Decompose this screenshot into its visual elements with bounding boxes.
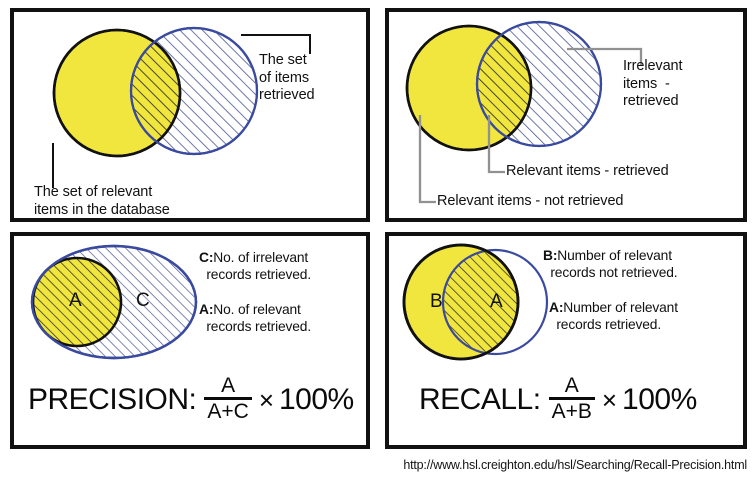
set-letter-A: A (490, 291, 503, 312)
definition-A-key: A: (549, 300, 564, 315)
label-relevant-retrieved: Relevant items - retrieved (506, 163, 669, 179)
precision-formula: PRECISION: A A+C × 100% (28, 374, 354, 424)
definition-A: A:No. of relevant records retrieved. (199, 302, 311, 335)
definition-C-text: No. of irrelevant records retrieved. (206, 250, 312, 282)
region-retrieved (129, 26, 259, 156)
set-letter-C: C (136, 290, 150, 311)
label-relevant-not-retrieved: Relevant items - not retrieved (437, 193, 624, 209)
recall-fraction: A A+B (548, 374, 595, 423)
leader-line-relevant-not-retrieved (418, 115, 436, 204)
region-retrieved-outline (129, 26, 259, 156)
recall-percent: 100% (622, 383, 697, 416)
panel-precision: A C C:No. of irrelevant records retrieve… (10, 232, 370, 449)
panel-recall: B A B:Number of relevant records not ret… (385, 232, 747, 449)
source-url-caption: http://www.hsl.creighton.edu/hsl/Searchi… (403, 458, 747, 472)
region-overlap (129, 30, 180, 156)
precision-denominator: A+C (207, 400, 249, 423)
region-irrelevant-retrieved (475, 20, 603, 148)
recall-formula-label: RECALL: (419, 383, 541, 416)
definition-B-text: Number of relevant records not retrieved… (550, 248, 678, 280)
definition-A-text: No. of relevant records retrieved. (206, 302, 312, 334)
definition-B: B:Number of relevant records not retriev… (543, 248, 678, 281)
precision-fraction: A A+C (204, 374, 252, 423)
definition-A-key: A: (199, 302, 214, 317)
panel-basic-venn: The set of items retrieved The set of re… (10, 8, 370, 222)
region-relevant-outline (405, 24, 533, 152)
label-relevant-set: The set of relevant items in the databas… (34, 184, 170, 218)
set-letter-A: A (69, 290, 82, 311)
definition-A-text: Number of relevant records retrieved. (556, 300, 678, 332)
region-relevant-retrieved (475, 26, 531, 148)
region-relevant-not-retrieved (405, 24, 533, 152)
definition-B-key: B: (543, 248, 558, 263)
venn-diagram-annotated (405, 20, 643, 204)
label-retrieved-set: The set of items retrieved (259, 52, 315, 103)
multiply-sign: × (258, 384, 274, 415)
multiply-sign: × (601, 384, 618, 415)
region-C-irrelevant-retrieved (30, 244, 198, 360)
definition-C-key: C: (199, 250, 214, 265)
definition-C: C:No. of irrelevant records retrieved. (199, 250, 311, 283)
region-retrieved-outline (475, 20, 603, 148)
precision-formula-label: PRECISION: (28, 383, 197, 416)
region-C-outline (30, 244, 198, 360)
recall-formula: RECALL: A A+B × 100% (419, 374, 697, 424)
precision-numerator: A (221, 374, 236, 397)
region-relevant (52, 28, 182, 158)
recall-denominator: A+B (551, 400, 592, 423)
fraction-bar (548, 397, 595, 400)
precision-percent: 100% (279, 383, 354, 416)
set-letter-B: B (430, 291, 443, 312)
panel-annotated-venn: Irrelevant items - retrieved Relevant it… (385, 8, 747, 222)
definition-A: A:Number of relevant records retrieved. (549, 300, 678, 333)
fraction-bar (204, 397, 252, 400)
recall-numerator: A (564, 374, 579, 397)
label-irrelevant-retrieved: Irrelevant items - retrieved (623, 58, 683, 109)
leader-line-relevant-retrieved (487, 115, 505, 174)
region-relevant-outline (52, 28, 182, 158)
